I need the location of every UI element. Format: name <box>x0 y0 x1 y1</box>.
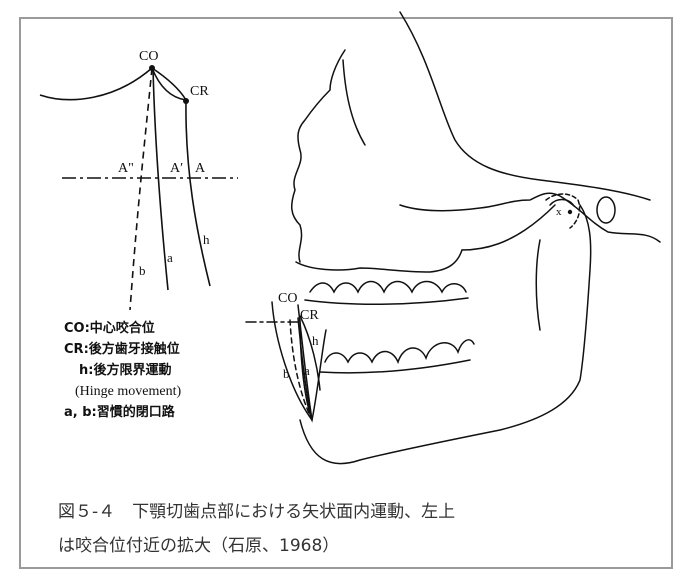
mandible-coronoid <box>536 240 540 330</box>
mandible-outline <box>300 205 591 464</box>
upper-teeth-base <box>305 298 468 304</box>
inset-label-path-a: a <box>167 250 173 265</box>
inset-cr-point <box>183 98 189 104</box>
skull-maxilla <box>296 250 462 272</box>
skull-drawing <box>246 12 660 464</box>
legend-key: CO <box>64 321 85 336</box>
inset-label-path-b: b <box>139 263 146 278</box>
inset-label-cr: CR <box>190 84 209 99</box>
inset-arc-right <box>152 68 186 100</box>
legend-text: 中心咬合位 <box>90 321 155 336</box>
skull-orbit-line <box>343 60 365 145</box>
inset-label-path-h: h <box>203 232 210 247</box>
lower-teeth-base <box>320 360 470 373</box>
inset-arc-left <box>40 68 152 100</box>
inset-label-a: A <box>195 161 206 176</box>
legend-text: (Hinge movement) <box>75 384 181 399</box>
caption-line-1: 図５-４ 下顎切歯点部における矢状面内運動、左上 <box>58 495 638 529</box>
legend-row-hinge: (Hinge movement) <box>64 381 181 402</box>
figure-caption: 図５-４ 下顎切歯点部における矢状面内運動、左上 は咬合位付近の拡大（石原、19… <box>58 495 638 563</box>
legend-row-co: CO:中心咬合位 <box>64 318 181 339</box>
skull-face-profile <box>292 50 345 262</box>
skull-zygoma <box>400 193 660 242</box>
skull-label-co: CO <box>278 291 297 306</box>
skull-orbit-line-2 <box>400 12 650 200</box>
legend-text: 後方限界運動 <box>93 363 171 378</box>
legend-text: 後方歯牙接触位 <box>89 342 180 357</box>
skull-label-h: h <box>312 333 319 348</box>
legend-row-h: h:後方限界運動 <box>64 360 181 381</box>
condyle-point <box>568 210 572 214</box>
legend: CO:中心咬合位 CR:後方歯牙接触位 h:後方限界運動 (Hinge move… <box>64 318 181 423</box>
ear-canal <box>597 197 615 223</box>
inset-co-point <box>149 65 155 71</box>
skull-label-cr: CR <box>300 308 319 323</box>
inset-label-a-prime: A′ <box>170 161 183 176</box>
mandible-ramus-front <box>462 205 555 250</box>
inset-label-co: CO <box>139 49 158 64</box>
legend-text: 習慣的閉口路 <box>97 405 175 420</box>
skull-label-a: a <box>304 363 310 378</box>
skull-label-b: b <box>283 366 290 381</box>
condyle-head <box>550 200 574 207</box>
inset-path-a <box>153 68 168 290</box>
legend-row-ab: a, b:習慣的閉口路 <box>64 402 181 423</box>
inset-path-h <box>186 100 210 286</box>
caption-line-2: は咬合位付近の拡大（石原、1968） <box>58 529 638 563</box>
legend-key: a, b <box>64 405 92 420</box>
inset-label-a-double-prime: A" <box>118 161 134 176</box>
legend-key: CR <box>64 342 84 357</box>
legend-row-cr: CR:後方歯牙接触位 <box>64 339 181 360</box>
upper-teeth-row <box>310 282 466 293</box>
condyle-marker: x <box>556 206 562 218</box>
inset-path-cr <box>152 68 186 100</box>
lower-teeth-row <box>325 340 474 362</box>
legend-key: h <box>79 363 88 378</box>
